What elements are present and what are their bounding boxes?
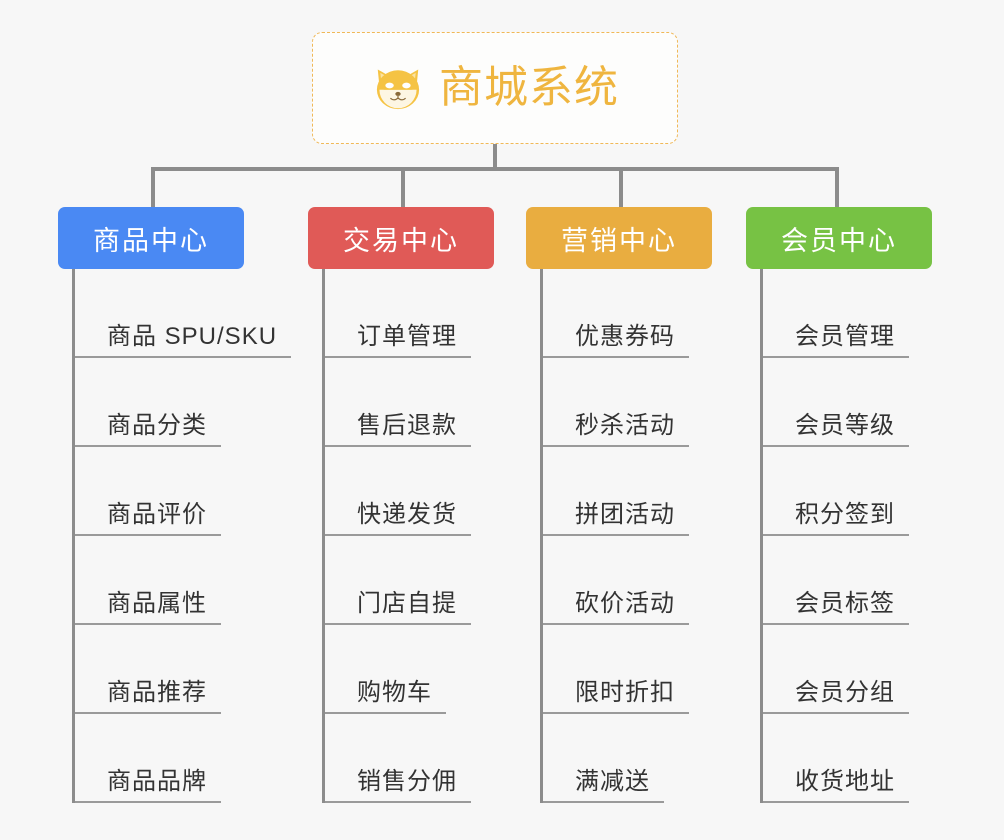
list-item-label: 会员标签 (763, 590, 909, 625)
list-item[interactable]: 秒杀活动 (543, 358, 712, 447)
branch-product-center: 商品中心 商品 SPU/SKU 商品分类 商品评价 商品属性 商品推荐 商品品牌 (58, 207, 292, 803)
list-item-label: 商品品牌 (75, 768, 221, 803)
list-item-label: 会员管理 (763, 323, 909, 358)
root-node[interactable]: 商城系统 (312, 32, 678, 144)
list-item-label: 积分签到 (763, 501, 909, 536)
branch-header-product-center[interactable]: 商品中心 (58, 207, 244, 269)
branch-marketing-center: 营销中心 优惠券码 秒杀活动 拼团活动 砍价活动 限时折扣 满减送 (526, 207, 712, 803)
list-item[interactable]: 销售分佣 (325, 714, 494, 803)
branch-header-member-center[interactable]: 会员中心 (746, 207, 932, 269)
branch-items-product-center: 商品 SPU/SKU 商品分类 商品评价 商品属性 商品推荐 商品品牌 (72, 269, 292, 803)
root-title: 商城系统 (439, 63, 619, 112)
list-item[interactable]: 商品推荐 (75, 625, 244, 714)
list-item[interactable]: 积分签到 (763, 447, 932, 536)
list-item-label: 限时折扣 (543, 679, 689, 714)
list-item-label: 销售分佣 (325, 768, 471, 803)
branch-items-trade-center: 订单管理 售后退款 快递发货 门店自提 购物车 销售分佣 (322, 269, 494, 803)
list-item[interactable]: 收货地址 (763, 714, 932, 803)
list-item-label: 满减送 (543, 768, 664, 803)
list-item[interactable]: 会员等级 (763, 358, 932, 447)
list-item-label: 订单管理 (325, 323, 471, 358)
list-item-label: 快递发货 (325, 501, 471, 536)
list-item[interactable]: 购物车 (325, 625, 494, 714)
list-item-label: 商品评价 (75, 501, 221, 536)
list-item[interactable]: 商品属性 (75, 536, 244, 625)
branch-items-member-center: 会员管理 会员等级 积分签到 会员标签 会员分组 收货地址 (760, 269, 932, 803)
list-item[interactable]: 商品 SPU/SKU (75, 269, 292, 358)
branch-trade-center: 交易中心 订单管理 售后退款 快递发货 门店自提 购物车 销售分佣 (308, 207, 494, 803)
list-item[interactable]: 会员管理 (763, 269, 932, 358)
connector-drop-branch-4 (835, 167, 839, 209)
list-item[interactable]: 商品分类 (75, 358, 244, 447)
list-item-label: 购物车 (325, 679, 446, 714)
list-item-label: 砍价活动 (543, 590, 689, 625)
list-item-label: 门店自提 (325, 590, 471, 625)
list-item-label: 优惠券码 (543, 323, 689, 358)
list-item[interactable]: 订单管理 (325, 269, 494, 358)
shiba-dog-face-icon (371, 61, 425, 115)
branch-header-label: 营销中心 (561, 225, 677, 256)
list-item[interactable]: 商品品牌 (75, 714, 244, 803)
branch-items-marketing-center: 优惠券码 秒杀活动 拼团活动 砍价活动 限时折扣 满减送 (540, 269, 712, 803)
list-item-label: 商品属性 (75, 590, 221, 625)
list-item[interactable]: 限时折扣 (543, 625, 712, 714)
list-item[interactable]: 优惠券码 (543, 269, 712, 358)
list-item[interactable]: 砍价活动 (543, 536, 712, 625)
list-item-label: 售后退款 (325, 412, 471, 447)
branch-header-label: 会员中心 (781, 225, 897, 256)
list-item-label: 商品分类 (75, 412, 221, 447)
branch-header-label: 交易中心 (343, 225, 459, 256)
connector-root-stem (493, 144, 497, 170)
list-item[interactable]: 门店自提 (325, 536, 494, 625)
branch-member-center: 会员中心 会员管理 会员等级 积分签到 会员标签 会员分组 收货地址 (746, 207, 932, 803)
connector-drop-branch-1 (151, 167, 155, 209)
connector-drop-branch-3 (619, 167, 623, 209)
branch-header-trade-center[interactable]: 交易中心 (308, 207, 494, 269)
connector-horizontal-bar (151, 167, 839, 171)
list-item-label: 拼团活动 (543, 501, 689, 536)
list-item[interactable]: 会员标签 (763, 536, 932, 625)
list-item[interactable]: 商品评价 (75, 447, 244, 536)
branch-header-label: 商品中心 (93, 225, 209, 256)
list-item[interactable]: 拼团活动 (543, 447, 712, 536)
list-item[interactable]: 会员分组 (763, 625, 932, 714)
list-item-label: 商品推荐 (75, 679, 221, 714)
branch-header-marketing-center[interactable]: 营销中心 (526, 207, 712, 269)
list-item-label: 收货地址 (763, 768, 909, 803)
list-item-label: 会员等级 (763, 412, 909, 447)
list-item[interactable]: 满减送 (543, 714, 712, 803)
list-item-label: 秒杀活动 (543, 412, 689, 447)
list-item[interactable]: 快递发货 (325, 447, 494, 536)
connector-drop-branch-2 (401, 167, 405, 209)
list-item-label: 会员分组 (763, 679, 909, 714)
list-item[interactable]: 售后退款 (325, 358, 494, 447)
list-item-label: 商品 SPU/SKU (75, 323, 292, 358)
